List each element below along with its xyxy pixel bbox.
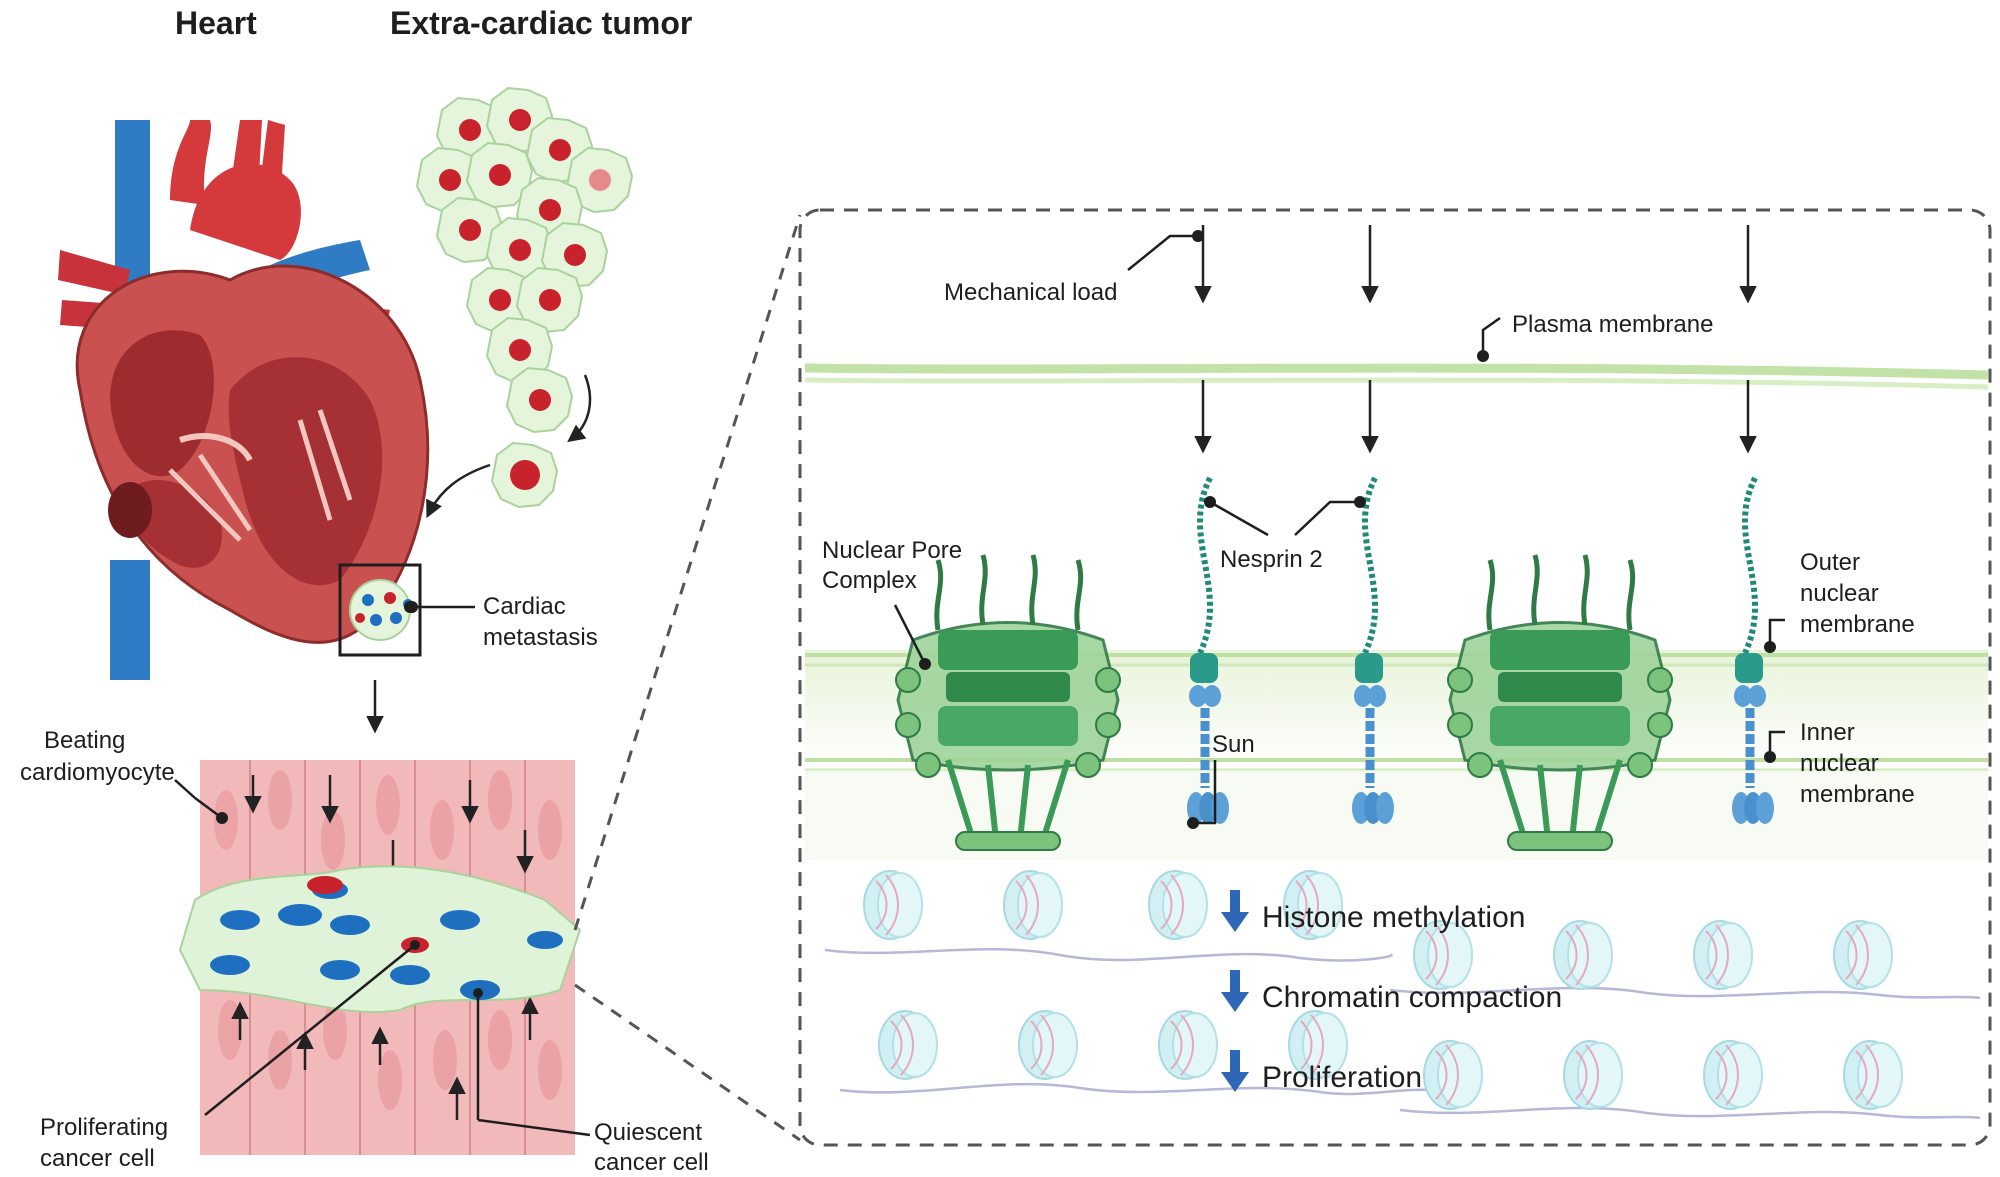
cardiac-tissue	[178, 760, 582, 1155]
effect-arrow-2	[1221, 970, 1249, 1012]
heart-illustration	[58, 120, 430, 680]
outer-nuclear-membrane-label-1: Outer	[1800, 549, 1860, 576]
plasma-membrane-label: Plasma membrane	[1512, 311, 1713, 338]
plasma-membrane	[804, 363, 1989, 390]
inferior-vena-cava	[110, 560, 150, 680]
aortic-arch	[190, 164, 301, 260]
tumor-title: Extra-cardiac tumor	[390, 5, 692, 41]
chromatin	[824, 870, 1981, 1120]
nuclear-pore-complex-label-1: Nuclear Pore	[822, 537, 962, 564]
inner-nuclear-membrane-label-2: nuclear	[1800, 750, 1879, 777]
effect-arrow-3	[1221, 1050, 1249, 1092]
proliferating-cancer-cell-label-1: Proliferating	[40, 1114, 168, 1141]
effect-arrows	[1221, 890, 1249, 1092]
cardiac-metastasis-label-1: Cardiac	[483, 593, 566, 620]
cardiac-metastasis-label-2: metastasis	[483, 624, 598, 651]
effect-label-proliferation: Proliferation	[1262, 1061, 1422, 1094]
quiescent-cancer-cell-label-2: cancer cell	[594, 1149, 709, 1176]
metastasis-box	[338, 563, 422, 657]
quiescent-cancer-cell-label-1: Quiescent	[594, 1119, 702, 1146]
effect-label-chromatin-compaction: Chromatin compaction	[1262, 981, 1562, 1014]
nuclear-pore-complex-label-2: Complex	[822, 567, 917, 594]
heart-title: Heart	[175, 5, 257, 41]
tumor-cluster	[416, 87, 633, 519]
sun-label: Sun	[1212, 731, 1255, 758]
inner-nuclear-membrane-label-3: membrane	[1800, 781, 1915, 808]
outer-nuclear-membrane-label-2: nuclear	[1800, 580, 1879, 607]
effect-arrow-1	[1221, 890, 1249, 932]
proliferating-cancer-cell-label-2: cancer cell	[40, 1145, 155, 1172]
outer-nuclear-membrane-label-3: membrane	[1800, 611, 1915, 638]
beating-cardiomyocyte-label-2: cardiomyocyte	[20, 759, 175, 786]
beating-cardiomyocyte-label-1: Beating	[44, 727, 125, 754]
mechanical-load-label: Mechanical load	[944, 279, 1117, 306]
effect-label-histone-methylation: Histone methylation	[1262, 901, 1525, 934]
nesprin-2-label: Nesprin 2	[1220, 546, 1323, 573]
inner-nuclear-membrane-label-1: Inner	[1800, 719, 1855, 746]
